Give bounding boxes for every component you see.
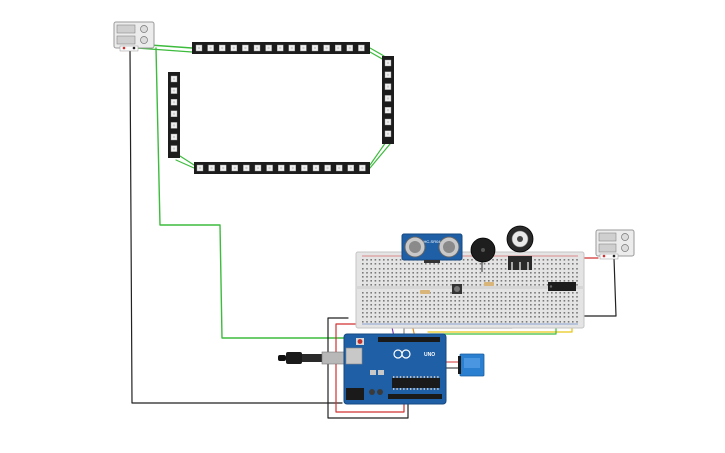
led-pixel: [218, 44, 226, 52]
wire-green-supply-strip-2: [135, 47, 193, 53]
led-pixel: [358, 44, 365, 52]
wire-green-data: [155, 47, 359, 339]
bluetooth-module-icon[interactable]: [458, 353, 485, 377]
led-pixel: [288, 44, 295, 52]
battery-pack-icon[interactable]: [595, 229, 635, 260]
led-pixel: [347, 164, 354, 172]
led-pixel: [312, 164, 320, 172]
led-pixel: [231, 164, 239, 172]
led-pixel: [242, 44, 249, 52]
led-pixel: [196, 164, 204, 172]
led-pixel: [384, 59, 392, 67]
led-pixel: [384, 71, 392, 79]
resistor-icons: [420, 282, 494, 294]
led-pixel: [207, 44, 214, 52]
led-pixel: [289, 164, 296, 172]
led-pixel: [170, 133, 178, 141]
wire-black-ground: [129, 47, 343, 404]
led-pixel: [266, 164, 273, 172]
mcu-pins: [393, 376, 439, 390]
arduino-logo-icon: [393, 349, 411, 359]
led-pixel: [301, 164, 308, 172]
buzzer-icon[interactable]: [470, 237, 496, 272]
led-pixel: [384, 95, 392, 102]
led-pixel: [243, 164, 250, 172]
led-pixel: [219, 164, 227, 172]
led-dots: [170, 44, 392, 172]
led-pixel: [300, 44, 307, 52]
battery-pack-icon[interactable]: [113, 21, 155, 52]
led-pixel: [170, 98, 178, 106]
led-pixel: [254, 164, 262, 172]
led-pixel: [208, 164, 215, 172]
wire-red-arduino-power: [335, 323, 405, 413]
led-pixel: [170, 122, 178, 129]
led-pixel: [170, 75, 178, 83]
neopixel-strip-icon[interactable]: [168, 42, 394, 174]
led-pixel: [170, 145, 178, 152]
wire-green-strip-corner-br: [369, 141, 391, 169]
led-pixel: [253, 44, 261, 52]
breadboard-icon[interactable]: [355, 251, 585, 329]
led-pixel: [346, 44, 353, 52]
led-pixel: [335, 44, 342, 52]
led-pixel: [195, 44, 203, 52]
led-pixel: [336, 164, 343, 172]
arduino-label: UNO: [424, 352, 435, 358]
wire-black-arduino-power: [327, 317, 409, 419]
led-pixel: [359, 164, 366, 172]
wire-green-strip-corner-tr: [369, 47, 385, 61]
led-pixel: [384, 83, 392, 90]
led-pixel: [278, 164, 285, 172]
ultrasonic-label: HC-SR04: [423, 239, 441, 244]
ic-chip-icon[interactable]: [548, 282, 576, 291]
led-pixel: [323, 44, 330, 52]
wire-green-strip-corner-bl: [175, 155, 195, 169]
potentiometer-icon[interactable]: [506, 225, 534, 270]
led-pixel: [384, 130, 392, 138]
led-pixel: [311, 44, 319, 52]
led-pixel: [324, 164, 331, 172]
ultrasonic-sensor-icon[interactable]: HC-SR04: [401, 233, 463, 263]
push-button-icon[interactable]: [452, 284, 462, 294]
led-pixel: [170, 87, 178, 94]
led-pixel: [230, 44, 238, 52]
led-pixel: [277, 44, 284, 52]
usb-cable-icon: [278, 351, 345, 365]
arduino-uno-icon[interactable]: UNO: [343, 333, 447, 405]
led-pixel: [384, 118, 392, 126]
led-pixel: [384, 106, 392, 114]
led-pixel: [265, 44, 272, 52]
led-pixel: [170, 110, 178, 118]
